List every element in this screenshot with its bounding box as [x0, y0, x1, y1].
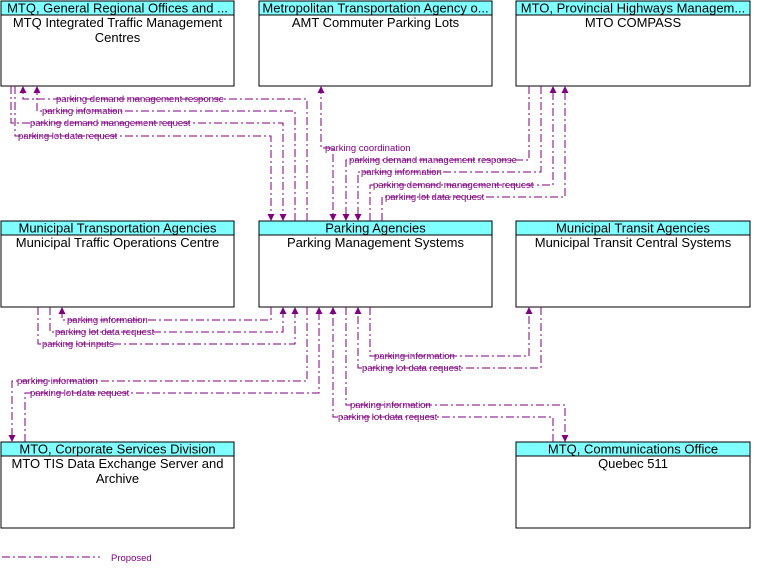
flow-label: parking information [67, 315, 148, 326]
node-name-line2: Archive [96, 471, 139, 486]
node-name-line1: MTQ Integrated Traffic Management [13, 15, 223, 30]
node-agency: MTO, Corporate Services Division [19, 442, 215, 457]
flow-mtq-pdm-response[interactable] [19, 86, 308, 221]
node-mto-compass[interactable]: MTO, Provincial Highways Managem... MTO … [515, 0, 751, 87]
node-name-line1: Municipal Transit Central Systems [535, 235, 732, 250]
flow-label: parking lot inputs [42, 339, 114, 350]
node-header [0, 441, 235, 457]
flow-label: parking coordination [325, 143, 411, 154]
flow-label: parking lot data request [385, 192, 485, 203]
node-agency: Metropolitan Transportation Agency o... [262, 1, 488, 16]
node-header [515, 0, 751, 16]
flow-muni-lot-inputs[interactable] [37, 307, 299, 345]
flow-q511-parking-info[interactable] [345, 307, 569, 442]
flow-label: parking lot data request [55, 327, 155, 338]
node-header [515, 220, 751, 236]
node-agency: MTQ, General Regional Offices and ... [7, 1, 228, 16]
node-name-line2: Centres [95, 30, 141, 45]
flow-label: parking demand management request [30, 118, 191, 129]
node-quebec-511[interactable]: MTQ, Communications Office Quebec 511 [515, 441, 751, 529]
node-header [0, 220, 235, 236]
node-parking-mgmt[interactable]: Parking Agencies Parking Management Syst… [258, 220, 493, 308]
node-name-line1: Quebec 511 [598, 456, 668, 471]
node-agency: MTO, Provincial Highways Managem... [521, 1, 745, 16]
node-agency: Parking Agencies [325, 221, 426, 236]
flow-mtq-pdm-request[interactable] [10, 86, 287, 221]
flow-q511-lot-request[interactable] [329, 307, 554, 442]
node-mtq-itmc[interactable]: MTQ, General Regional Offices and ... MT… [0, 0, 235, 87]
flow-mto-lot-request[interactable] [381, 86, 569, 221]
node-name-line1: AMT Commuter Parking Lots [292, 15, 460, 30]
flow-muni-parking-info[interactable] [58, 307, 272, 321]
flow-label: parking demand management request [373, 180, 534, 191]
flow-mtq-lot-request[interactable] [14, 86, 275, 221]
flow-mto-parking-info[interactable] [354, 86, 542, 221]
flow-label: parking lot data request [30, 388, 130, 399]
node-name-line1: MTO COMPASS [585, 15, 682, 30]
flow-tis-lot-request[interactable] [24, 307, 323, 442]
node-agency: Municipal Transportation Agencies [18, 221, 217, 236]
legend: Proposed [2, 553, 152, 564]
node-muni-transit[interactable]: Municipal Transit Agencies Municipal Tra… [515, 220, 751, 308]
node-header [258, 220, 493, 236]
node-agency: Municipal Transit Agencies [556, 221, 710, 236]
node-name-line1: Parking Management Systems [287, 235, 465, 250]
flow-mto-pdm-response[interactable] [342, 86, 530, 221]
node-muni-traffic[interactable]: Municipal Transportation Agencies Munici… [0, 220, 235, 308]
flow-label: parking demand management response [349, 155, 517, 166]
node-header [515, 441, 751, 457]
flow-label: parking information [374, 351, 455, 362]
flow-mto-pdm-request[interactable] [369, 86, 557, 221]
flow-mtq-parking-info[interactable] [33, 86, 296, 221]
flow-amt-coordination[interactable] [317, 86, 337, 221]
flow-label: parking demand management response [56, 94, 224, 105]
flow-label: parking information [361, 167, 442, 178]
flow-muni-lot-request[interactable] [49, 307, 287, 333]
node-header [258, 0, 493, 16]
node-name-line1: MTO TIS Data Exchange Server and [12, 456, 224, 471]
flow-label: parking lot data request [338, 412, 438, 423]
flow-label: parking information [42, 106, 123, 117]
flow-label: parking lot data request [362, 363, 462, 374]
node-mto-tis[interactable]: MTO, Corporate Services Division MTO TIS… [0, 441, 235, 529]
node-name-line1: Municipal Traffic Operations Centre [16, 235, 220, 250]
flow-label: parking information [350, 400, 431, 411]
flow-label: parking lot data request [18, 131, 118, 142]
node-agency: MTQ, Communications Office [548, 442, 718, 457]
node-header [0, 0, 235, 16]
flow-tis-parking-info[interactable] [8, 307, 308, 442]
node-amt-parking[interactable]: Metropolitan Transportation Agency o... … [258, 0, 493, 87]
flow-label: parking information [17, 376, 98, 387]
legend-proposed-label: Proposed [111, 553, 152, 564]
flow-transit-parking-info[interactable] [369, 307, 533, 357]
flow-transit-lot-request[interactable] [354, 307, 542, 369]
